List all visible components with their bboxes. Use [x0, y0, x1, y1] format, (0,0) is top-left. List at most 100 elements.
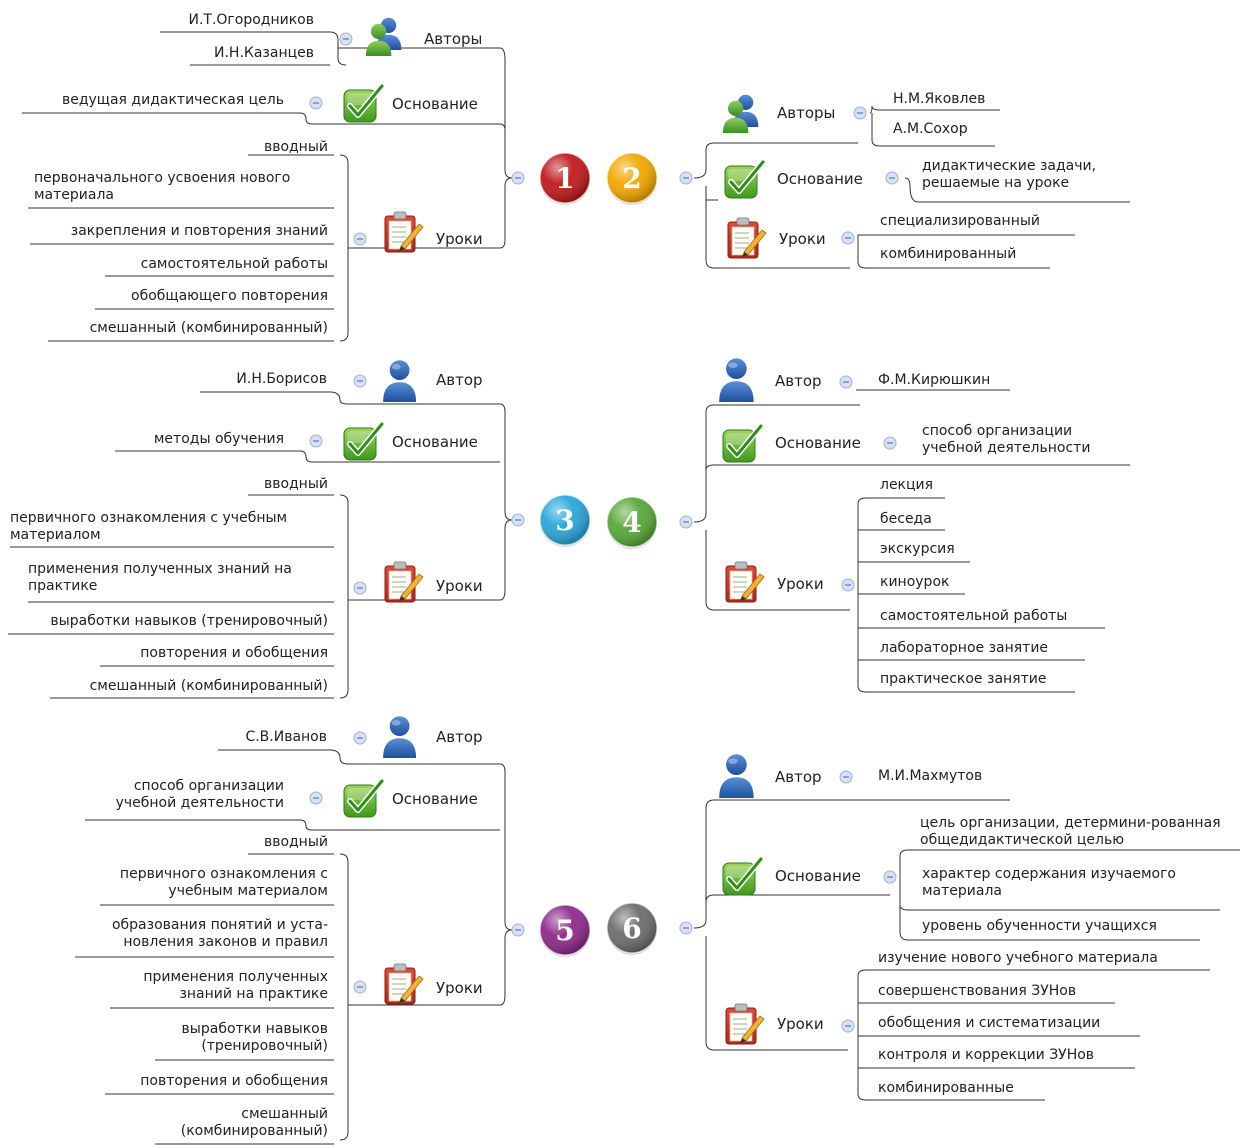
connector-line: [899, 877, 1200, 941]
svg-text:1: 1: [555, 162, 574, 195]
lesson-type: повторения и обобщения: [140, 645, 328, 661]
lesson-type: контроля и коррекции ЗУНов: [878, 1047, 1095, 1063]
lesson-type: вводный: [263, 834, 328, 850]
clipboard-icon: [384, 561, 424, 603]
lesson-type: выработки навыков (тренировочный): [50, 613, 328, 629]
number-circle-5: 5: [539, 904, 591, 957]
connector-line: [857, 234, 1075, 238]
branch-label-lessons: Уроки: [436, 979, 483, 997]
basis-item: уровень обученности учащихся: [922, 918, 1157, 934]
connector-line: [857, 497, 945, 585]
collapse-toggle-icon: [309, 96, 323, 110]
connector-line: [693, 799, 1010, 929]
user-icon: [719, 754, 754, 798]
connector-line: [705, 530, 850, 611]
number-circle-6: 6: [606, 902, 658, 955]
connector-line: [705, 186, 850, 269]
svg-text:6: 6: [622, 912, 641, 945]
connector-line: [857, 585, 1075, 693]
lesson-type: первичного ознакомления с учебным матери…: [119, 866, 328, 899]
basis-item: методы обучения: [153, 431, 284, 447]
lesson-type: смешанный (комбинированный): [89, 678, 328, 694]
branch-label-basis: Основание: [775, 434, 861, 452]
clipboard-icon: [384, 211, 424, 253]
number-circle-1: 1: [539, 152, 591, 205]
branch-label-authors: Авторы: [777, 104, 836, 122]
collapse-toggle-icon: [353, 731, 367, 745]
branch-label-lessons: Уроки: [777, 575, 824, 593]
connector-line: [329, 31, 347, 66]
lesson-type: повторения и обобщения: [140, 1073, 328, 1089]
checkmark-icon: [343, 778, 385, 818]
svg-text:3: 3: [555, 504, 574, 537]
user-icon: [719, 358, 754, 402]
clipboard-icon: [727, 217, 767, 259]
collapse-toggle-icon: [885, 171, 899, 185]
collapse-toggle-icon: [679, 515, 693, 529]
number-circle-4: 4: [606, 496, 658, 549]
collapse-toggle-icon: [853, 106, 867, 120]
connector-line: [339, 494, 349, 699]
connector-line: [705, 464, 1130, 471]
connector-line: [338, 47, 513, 179]
branch-label-author: Автор: [436, 371, 483, 389]
collapse-toggle-icon: [339, 32, 353, 46]
author-name: Н.М.Яковлев: [893, 91, 986, 107]
branch-label-author: Автор: [775, 372, 822, 390]
lesson-type: самостоятельной работы: [140, 256, 328, 272]
clipboard-icon: [725, 561, 765, 603]
collapse-toggle-icon: [309, 434, 323, 448]
branch-label-lessons: Уроки: [779, 230, 826, 248]
branch-label-author: Автор: [775, 768, 822, 786]
collapse-toggle-icon: [353, 232, 367, 246]
lesson-type: обобщающего повторения: [131, 288, 328, 304]
lesson-type: обобщения и систематизации: [878, 1015, 1101, 1031]
lesson-type: лабораторное занятие: [880, 640, 1049, 656]
connector-line: [705, 936, 848, 1051]
collapse-toggle-icon: [353, 374, 367, 388]
author-name: А.М.Сохор: [893, 121, 968, 137]
connector-line: [869, 105, 1000, 114]
collapse-toggle-icon: [839, 770, 853, 784]
connector-line: [348, 177, 513, 249]
basis-item: ведущая дидактическая цель: [61, 92, 284, 108]
lesson-type: первичного ознакомления с учебным матери…: [10, 510, 288, 543]
basis-item: дидактические задачи, решаемые на уроке: [922, 158, 1097, 191]
connector-line: [871, 113, 995, 147]
branch-label-lessons: Уроки: [777, 1015, 824, 1033]
lesson-type: выработки навыков (тренировочный): [181, 1021, 328, 1054]
branch-label-basis: Основание: [777, 170, 863, 188]
collapse-toggle-icon: [309, 791, 323, 805]
branch-label-basis: Основание: [392, 433, 478, 451]
lesson-type: смешанный (комбинированный): [89, 320, 328, 336]
basis-item: способ организации учебной деятельности: [922, 423, 1091, 456]
checkmark-icon: [343, 83, 385, 123]
connector-line: [299, 450, 500, 463]
users-icon: [722, 94, 759, 133]
collapse-toggle-icon: [841, 578, 855, 592]
checkmark-icon: [724, 159, 766, 199]
lesson-type: самостоятельной работы: [880, 608, 1068, 624]
svg-text:4: 4: [622, 506, 641, 539]
basis-item: цель организации, детермини-рованная общ…: [920, 815, 1221, 848]
svg-text:2: 2: [622, 162, 641, 195]
branch-label-lessons: Уроки: [436, 230, 483, 248]
collapse-toggle-icon: [841, 231, 855, 245]
branch-label-authors: Авторы: [424, 30, 483, 48]
collapse-toggle-icon: [511, 923, 525, 937]
connector-line: [857, 969, 1210, 1026]
collapse-toggle-icon: [679, 921, 693, 935]
connector-line: [857, 1026, 1045, 1101]
author-name: И.Т.Огородников: [188, 12, 314, 28]
collapse-toggle-icon: [353, 581, 367, 595]
svg-text:5: 5: [555, 914, 574, 947]
connector-line: [693, 142, 858, 179]
connector-line: [339, 853, 349, 1141]
lesson-type: практическое занятие: [880, 671, 1047, 687]
basis-item: характер содержания изучаемого материала: [922, 866, 1176, 899]
lesson-type: киноурок: [880, 574, 950, 590]
lesson-type: беседа: [880, 511, 932, 527]
lesson-type: первоначального усвоения нового материал…: [34, 170, 291, 203]
branch-label-basis: Основание: [392, 95, 478, 113]
